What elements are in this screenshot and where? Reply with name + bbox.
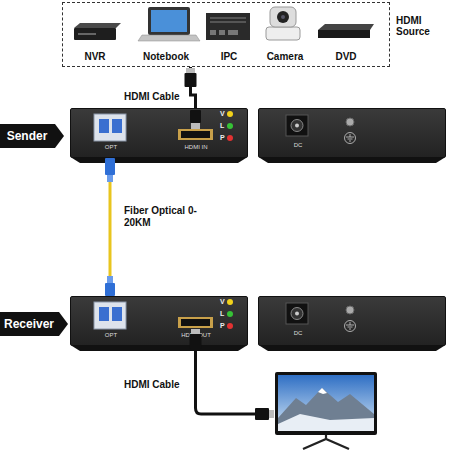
hdmi-plug xyxy=(255,408,269,420)
edge-label: Fiber Optical 0-20KM xyxy=(124,205,206,229)
device-label: NVR xyxy=(69,51,121,62)
group-heading: HDMI Source xyxy=(396,15,452,37)
tag-pointer xyxy=(0,312,68,336)
port-label: DC xyxy=(281,142,315,149)
device-label: IPC xyxy=(203,51,255,62)
device-label: DVD xyxy=(317,51,375,62)
cable-label: HDMI Cable xyxy=(124,379,186,391)
port-label: HDMI IN xyxy=(166,144,226,151)
led-label: L xyxy=(220,310,228,318)
front-panel: OPT HDMI OUT VLP xyxy=(70,296,248,346)
rear-panel: DC xyxy=(258,296,446,346)
source-group: HDMI SourceNVRNotebookIPCCameraDVD xyxy=(62,2,390,67)
snowfield xyxy=(278,414,374,431)
lc-boot xyxy=(107,175,113,182)
led-label: V xyxy=(220,110,228,118)
led-label: P xyxy=(220,322,228,330)
device: DVD xyxy=(317,9,375,65)
hdmi-cable xyxy=(191,67,196,108)
hdmi-plug-tip xyxy=(186,68,195,73)
led-label: P xyxy=(220,134,228,142)
port-label: OPT xyxy=(91,144,131,151)
lc-connector xyxy=(105,283,115,296)
tag-pointer xyxy=(0,124,64,148)
monitor-bezel xyxy=(275,372,377,435)
hdmi-plug-tip xyxy=(269,410,274,418)
snow xyxy=(318,388,327,394)
port-label: DC xyxy=(281,330,315,337)
device: Camera xyxy=(259,9,311,65)
lc-boot xyxy=(107,276,113,283)
panel-foot xyxy=(260,158,444,163)
port-label: OPT xyxy=(91,332,131,339)
device-label: Notebook xyxy=(135,51,197,62)
device: Notebook xyxy=(135,9,197,65)
port-label: HDMI OUT xyxy=(166,332,226,339)
hdmi-plug xyxy=(185,73,197,87)
device: NVR xyxy=(69,9,121,65)
monitor-screen xyxy=(278,375,374,431)
monitor-stand xyxy=(303,435,349,449)
unit-name: Receiver xyxy=(0,312,58,336)
front-panel: OPT HDMI IN VLP xyxy=(70,108,248,158)
led-label: L xyxy=(220,122,228,130)
hdmi-cable xyxy=(196,347,258,414)
led-label: V xyxy=(220,298,228,306)
mountains xyxy=(278,388,374,431)
unit-tag: Receiver xyxy=(0,312,68,336)
lc-connector xyxy=(105,158,115,175)
unit-name: Sender xyxy=(0,124,54,148)
device-label: Camera xyxy=(259,51,311,62)
edge-label: HDMI Cable xyxy=(124,91,186,103)
panel-foot xyxy=(72,158,246,163)
fiber-cable xyxy=(109,158,112,296)
device: IPC xyxy=(203,9,255,65)
rear-panel: DC xyxy=(258,108,446,158)
unit-tag: Sender xyxy=(0,124,64,148)
